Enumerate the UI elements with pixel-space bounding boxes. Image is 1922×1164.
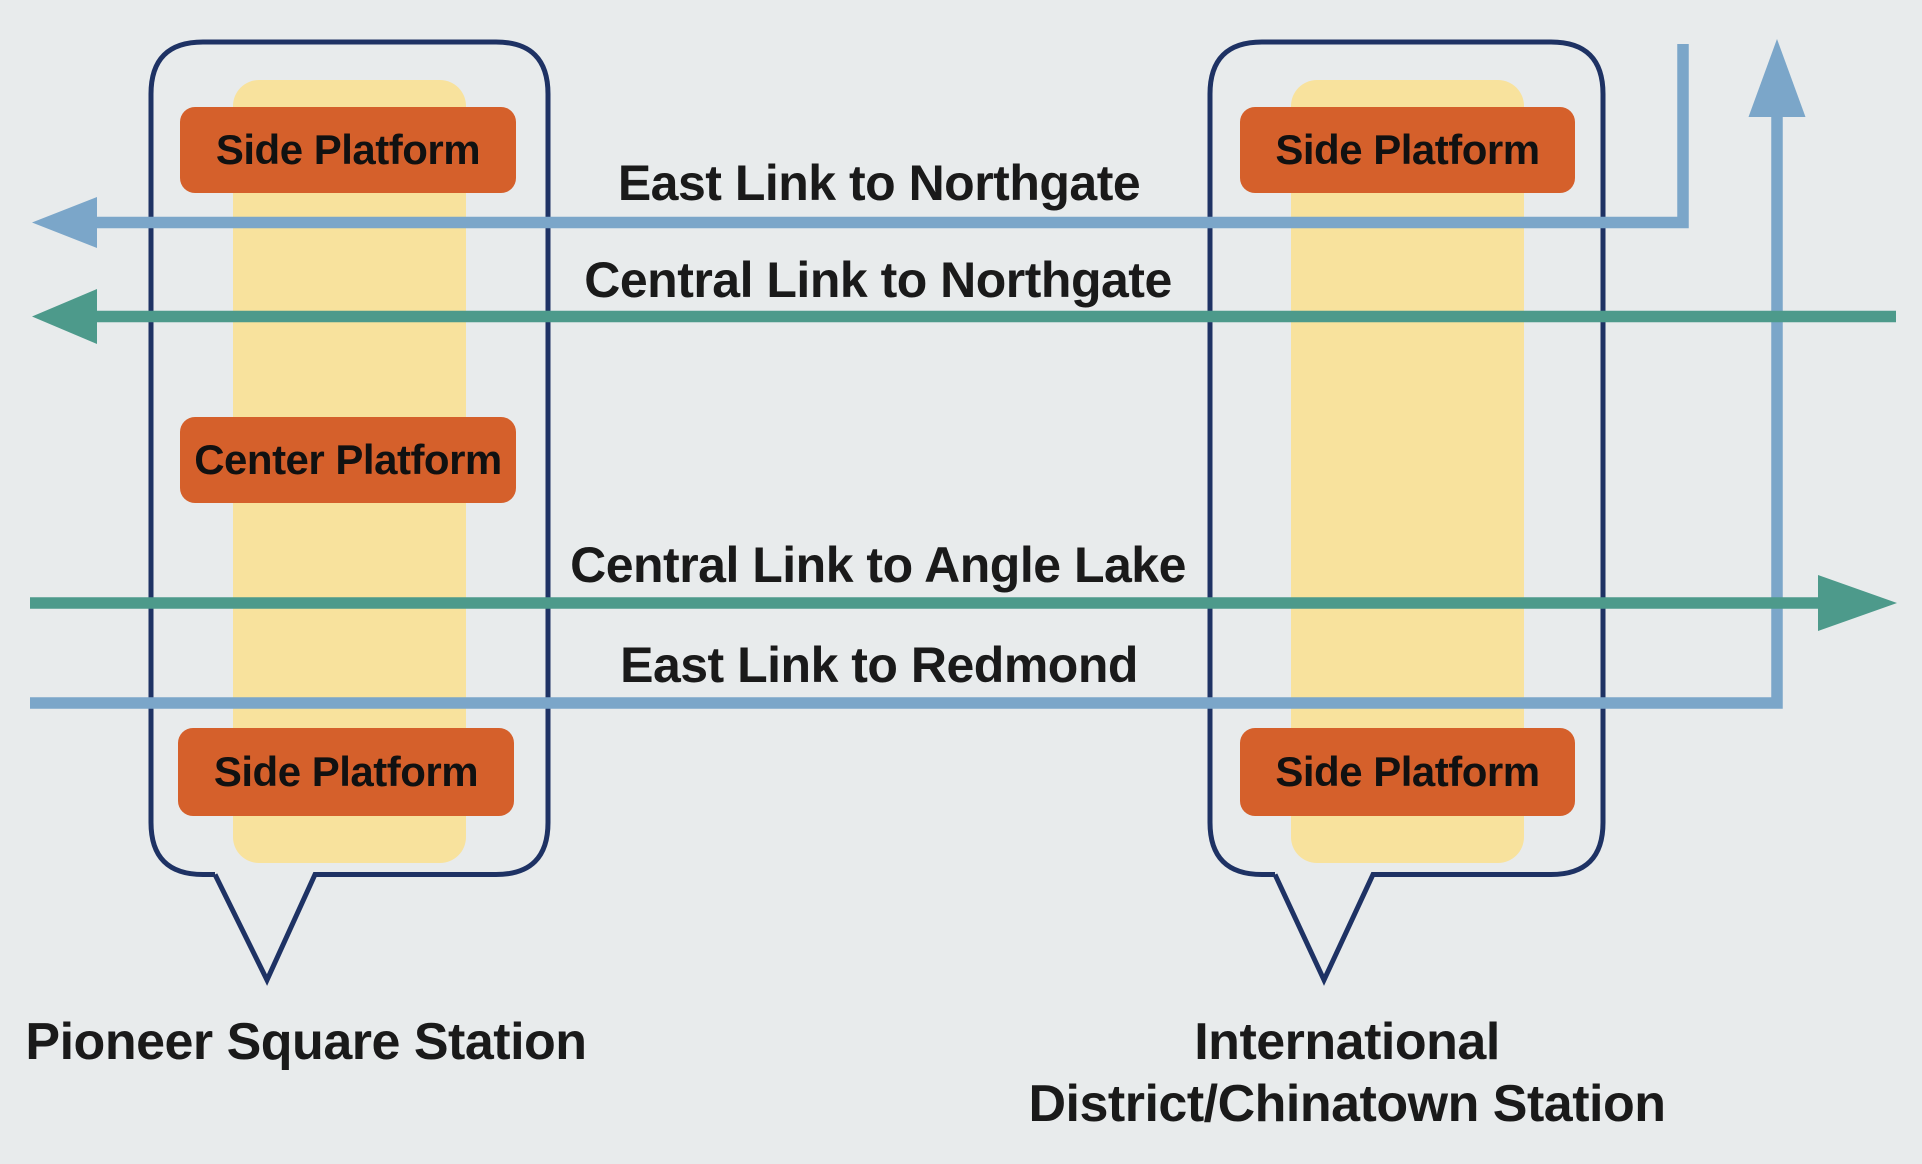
east-link-redmond-label: East Link to Redmond [620, 637, 1138, 693]
platform-strip-international [1291, 80, 1524, 863]
international-district-station-name: International District/Chinatown Station [1028, 1011, 1667, 1135]
east-link-northgate-line [95, 44, 1689, 229]
international-district-station-name-line1: International [1194, 1013, 1500, 1071]
central-link-anglelake-label: Central Link to Angle Lake [570, 537, 1186, 593]
station-outline-international [1207, 39, 1606, 986]
pioneer-side-platform-top-badge: Side Platform [180, 107, 516, 193]
international-side-platform-top-badge: Side Platform [1240, 107, 1575, 193]
east-link-northgate-label: East Link to Northgate [617, 155, 1141, 211]
east-link-northgate-arrow-icon [32, 197, 97, 248]
pioneer-side-platform-bottom-badge: Side Platform [178, 728, 514, 816]
station-outline-pioneer [148, 39, 551, 986]
international-side-platform-bottom-badge: Side Platform [1240, 728, 1575, 816]
pioneer-center-platform-badge: Center Platform [180, 417, 516, 503]
pioneer-square-station-name: Pioneer Square Station [25, 1013, 587, 1071]
central-link-anglelake-arrow-icon [1818, 575, 1897, 631]
east-link-redmond-arrow-icon [1748, 39, 1806, 117]
international-district-station-name-line2: District/Chinatown Station [1028, 1075, 1667, 1133]
central-link-northgate-arrow-icon [32, 289, 97, 344]
central-link-northgate-label: Central Link to Northgate [584, 252, 1172, 308]
